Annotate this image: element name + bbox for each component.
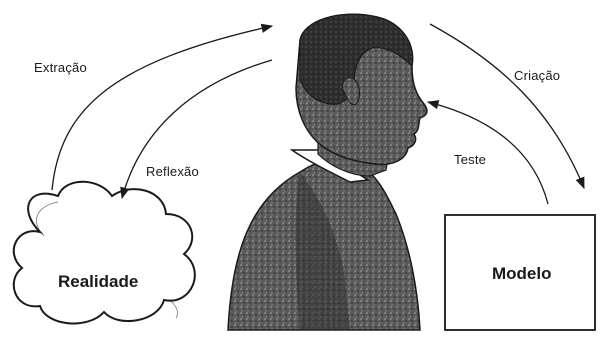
node-realidade: Realidade	[58, 272, 139, 291]
label-teste: Teste	[454, 152, 487, 167]
label-reflexao: Reflexão	[146, 164, 199, 179]
label-extracao: Extração	[34, 60, 87, 75]
arrow-reflexao	[120, 59, 273, 200]
modelo-box	[444, 214, 596, 331]
man-profile-figure	[227, 13, 428, 331]
label-criacao: Criação	[514, 68, 561, 83]
arrow-criacao	[429, 23, 585, 190]
realidade-cloud	[12, 180, 196, 325]
arrow-extracao	[51, 23, 274, 191]
arrow-teste	[426, 100, 549, 205]
node-modelo: Modelo	[492, 264, 552, 283]
